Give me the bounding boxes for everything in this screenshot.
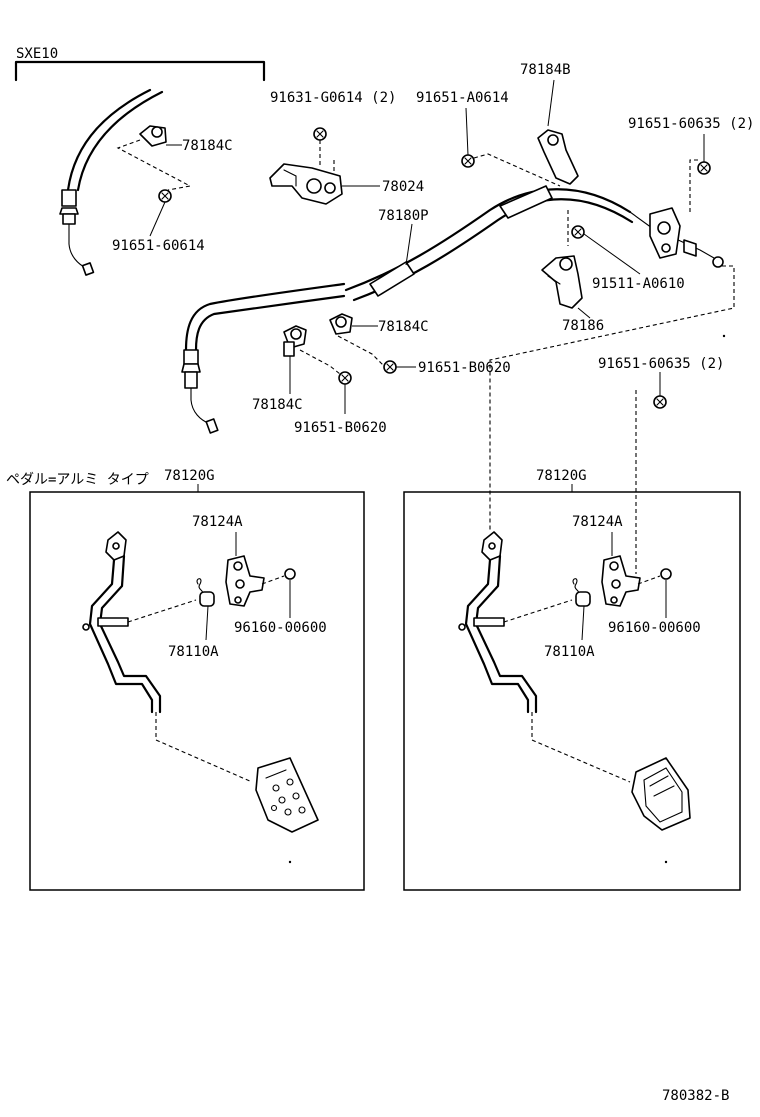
bolt-91511-a0610 — [571, 225, 641, 275]
pedal-pad-aluminum — [255, 757, 319, 833]
bracket-78184b — [537, 129, 579, 185]
label-78124a-left: 78124A — [192, 514, 243, 530]
label-91651-60614: 91651-60614 — [112, 238, 205, 254]
bolt-91651-60635-top — [689, 134, 711, 214]
label-78184c-top: 78184C — [182, 138, 233, 154]
bracket-78024 — [269, 163, 380, 205]
label-pedal-type: ペダル=アルミ タイプ — [6, 472, 149, 488]
bolt-91651-a0614 — [461, 107, 561, 187]
clip-78184c-low — [283, 325, 341, 394]
sxe10-cable — [59, 88, 164, 276]
bolt-91631-g0614 — [313, 127, 335, 182]
pedal-lever-right — [458, 531, 631, 783]
cable-78180p — [181, 185, 724, 434]
label-91651-b0620-mid: 91651-B0620 — [418, 360, 511, 376]
pedal-box-left — [29, 491, 365, 891]
bolt-91651-60635-mid — [653, 372, 667, 409]
diagram-code: 780382-B — [662, 1088, 729, 1104]
bolt-91651-b0620-low — [338, 371, 352, 414]
label-78024: 78024 — [382, 179, 424, 195]
cable-end-fitting — [183, 349, 199, 365]
spring-78110a-right — [572, 578, 591, 641]
sxe10-bracket — [14, 60, 266, 82]
label-78110a-right: 78110A — [544, 644, 595, 660]
label-78120g-left: 78120G — [164, 468, 215, 484]
clip-78184c-mid — [329, 313, 385, 367]
label-91651-60635-top: 91651-60635 (2) — [628, 116, 754, 132]
bolt-91651-60614 — [149, 189, 172, 237]
label-91631-g0614: 91631-G0614 (2) — [270, 90, 396, 106]
sxe10-cable-fitting — [61, 189, 77, 207]
label-91651-b0620-low: 91651-B0620 — [294, 420, 387, 436]
label-78124a-right: 78124A — [572, 514, 623, 530]
pedal-box-right — [403, 491, 741, 891]
pedal-lever-left — [82, 531, 253, 783]
label-91651-60635-mid: 91651-60635 (2) — [598, 356, 724, 372]
leader-78184b — [547, 79, 555, 127]
guide-line-left — [489, 265, 735, 530]
label-78180p: 78180P — [378, 208, 429, 224]
label-sxe10: SXE10 — [16, 46, 58, 62]
bracket-78124a-right — [601, 555, 672, 618]
label-78184c-mid: 78184C — [378, 319, 429, 335]
marker-dot-top — [722, 334, 726, 338]
spring-78110a-left — [196, 578, 215, 641]
bolt-91651-b0620-mid — [383, 360, 416, 374]
clip-78184c-top — [116, 125, 192, 191]
pedal-pad-standard — [631, 757, 691, 831]
label-78120g-right: 78120G — [536, 468, 587, 484]
marker-dot-right — [664, 860, 668, 864]
label-96160-right: 96160-00600 — [608, 620, 701, 636]
pedal-pin-left — [97, 617, 129, 627]
label-78184c-low: 78184C — [252, 397, 303, 413]
bracket-78124a-left — [225, 555, 296, 618]
throttle-bracket — [649, 207, 697, 259]
label-78110a-left: 78110A — [168, 644, 219, 660]
label-91651-a0614: 91651-A0614 — [416, 90, 509, 106]
label-78184b: 78184B — [520, 62, 571, 78]
pedal-pin-right — [473, 617, 505, 627]
label-96160-left: 96160-00600 — [234, 620, 327, 636]
cable-sleeve-78180p — [369, 261, 415, 297]
bracket-78186 — [541, 210, 591, 319]
marker-dot-left — [288, 860, 292, 864]
label-78186: 78186 — [562, 318, 604, 334]
label-91511-a0610: 91511-A0610 — [592, 276, 685, 292]
